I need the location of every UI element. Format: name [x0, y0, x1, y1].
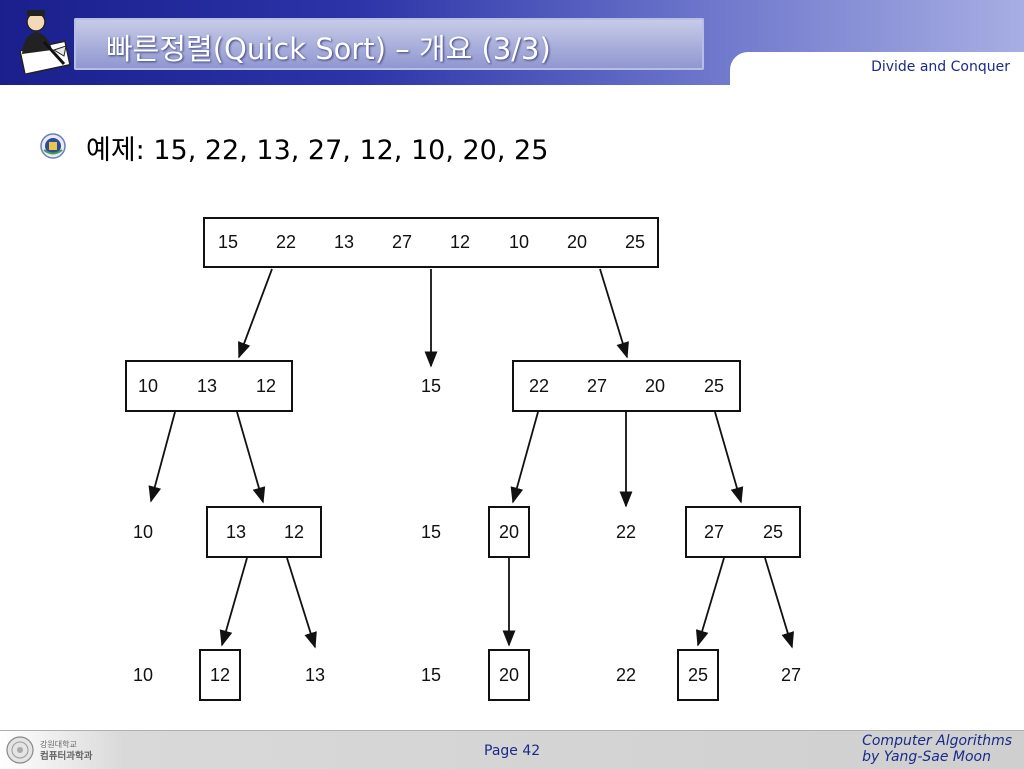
arrow	[236, 411, 266, 504]
arrow	[219, 557, 248, 647]
arrow	[238, 268, 273, 359]
level0-value: 13	[334, 232, 354, 252]
professor-logo-icon	[19, 10, 71, 74]
level2-value: 20	[499, 522, 519, 542]
credit-line-1: Computer Algorithms	[862, 733, 1012, 749]
emblem-bullet-icon	[40, 133, 66, 159]
arrow	[714, 411, 744, 504]
level2-value: 27	[704, 522, 724, 542]
subtitle-tab: Divide and Conquer	[730, 52, 1024, 85]
slide-header: 빠른정렬(Quick Sort) – 개요 (3/3) Divide and C…	[0, 0, 1024, 85]
arrow	[695, 557, 725, 647]
level3-value: 10	[133, 665, 153, 685]
level2-value: 22	[616, 522, 636, 542]
level3-value: 20	[499, 665, 519, 685]
example-text: 예제: 15, 22, 13, 27, 12, 10, 20, 25	[86, 135, 549, 166]
level0-value: 25	[625, 232, 645, 252]
level1-right-value: 25	[704, 376, 724, 396]
level2-value: 13	[226, 522, 246, 542]
level1-right-value: 27	[587, 376, 607, 396]
level2-value: 25	[763, 522, 783, 542]
slide-footer: 강원대학교 컴퓨터과학과 Page 42 Computer Algorithms…	[0, 730, 1024, 769]
level1-right-value: 20	[645, 376, 665, 396]
level1-left-box	[125, 360, 293, 412]
level3-value: 25	[688, 665, 708, 685]
logo-text-bottom: 컴퓨터과학과	[40, 750, 93, 762]
level1-left-value: 12	[256, 376, 276, 396]
logo-text-top: 강원대학교	[40, 739, 77, 749]
level0-value: 10	[509, 232, 529, 252]
level3-box-25	[677, 649, 719, 701]
university-logo-icon: 강원대학교 컴퓨터과학과	[6, 736, 93, 764]
level0-value: 20	[567, 232, 587, 252]
arrow	[599, 268, 629, 359]
level1-right-box	[512, 360, 741, 412]
level2-value: 10	[133, 522, 153, 542]
level3-box-12	[199, 649, 241, 701]
course-credit: Computer Algorithms by Yang-Sae Moon	[862, 733, 1012, 765]
level0-box	[203, 217, 659, 268]
level1-pivot-value: 15	[421, 376, 441, 396]
level3-value: 15	[421, 665, 441, 685]
level3-value: 13	[305, 665, 325, 685]
level2-box-27-25	[685, 506, 801, 558]
arrow	[510, 411, 539, 504]
level0-value: 27	[392, 232, 412, 252]
level2-box-13-12	[206, 506, 322, 558]
level2-value: 15	[421, 522, 441, 542]
slide-subtitle: Divide and Conquer	[871, 59, 1010, 75]
level1-left-value: 13	[197, 376, 217, 396]
arrow	[286, 557, 317, 649]
title-box: 빠른정렬(Quick Sort) – 개요 (3/3)	[74, 18, 704, 70]
level3-value: 12	[210, 665, 230, 685]
page-number: Page 42	[484, 743, 541, 759]
credit-line-2: by Yang-Sae Moon	[862, 749, 991, 765]
level2-box-20	[488, 506, 530, 558]
level0-value: 22	[276, 232, 296, 252]
level2-value: 12	[284, 522, 304, 542]
level3-value: 27	[781, 665, 801, 685]
arrow	[764, 557, 794, 649]
level0-value: 12	[450, 232, 470, 252]
slide-title: 빠른정렬(Quick Sort) – 개요 (3/3)	[106, 32, 551, 66]
level0-value: 15	[218, 232, 238, 252]
level1-right-value: 22	[529, 376, 549, 396]
level1-left-value: 10	[138, 376, 158, 396]
level3-value: 22	[616, 665, 636, 685]
level3-box-20	[488, 649, 530, 701]
arrow	[148, 411, 176, 503]
